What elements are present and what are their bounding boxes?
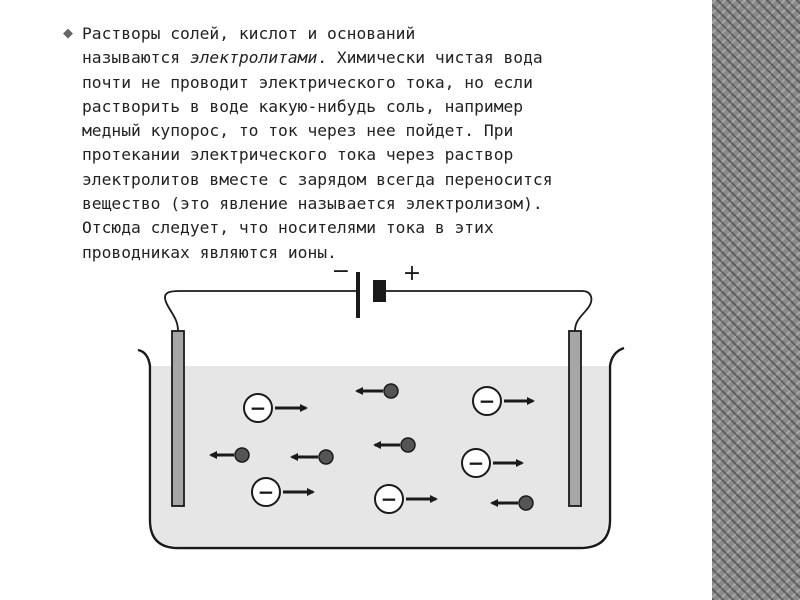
wire-left	[164, 290, 357, 332]
decorative-side-band	[712, 0, 800, 600]
slide-body-text: Растворы солей, кислот и оснований назыв…	[82, 22, 682, 265]
cation	[490, 495, 534, 511]
anion-sign: −	[250, 396, 267, 420]
anode-electrode	[568, 330, 582, 507]
battery-minus-label: −	[332, 259, 350, 284]
text-part-1: Растворы солей, кислот и оснований назыв…	[82, 24, 416, 68]
text-part-2: . Химически чистая вода почти не проводи…	[82, 48, 553, 262]
anion-sign: −	[381, 487, 398, 511]
anion: −	[243, 393, 308, 423]
cathode-electrode	[171, 330, 185, 507]
cation	[290, 449, 334, 465]
battery-plus-label: +	[403, 261, 421, 286]
anion: −	[472, 386, 535, 416]
battery-negative-plate	[356, 272, 360, 318]
anion: −	[251, 477, 315, 507]
anion-sign: −	[479, 389, 496, 413]
bullet-diamond-icon: ◆	[63, 26, 73, 41]
text-emphasis-electrolytes: электролитами	[189, 48, 318, 68]
vessel	[137, 346, 625, 550]
cation	[373, 437, 416, 453]
anion-sign: −	[258, 480, 275, 504]
anion: −	[461, 448, 524, 478]
anion-sign: −	[468, 451, 485, 475]
anion: −	[374, 484, 438, 514]
cation	[209, 447, 250, 463]
battery	[356, 272, 386, 318]
cation	[355, 383, 399, 399]
battery-positive-plate	[373, 280, 386, 302]
wire-right	[386, 290, 593, 332]
